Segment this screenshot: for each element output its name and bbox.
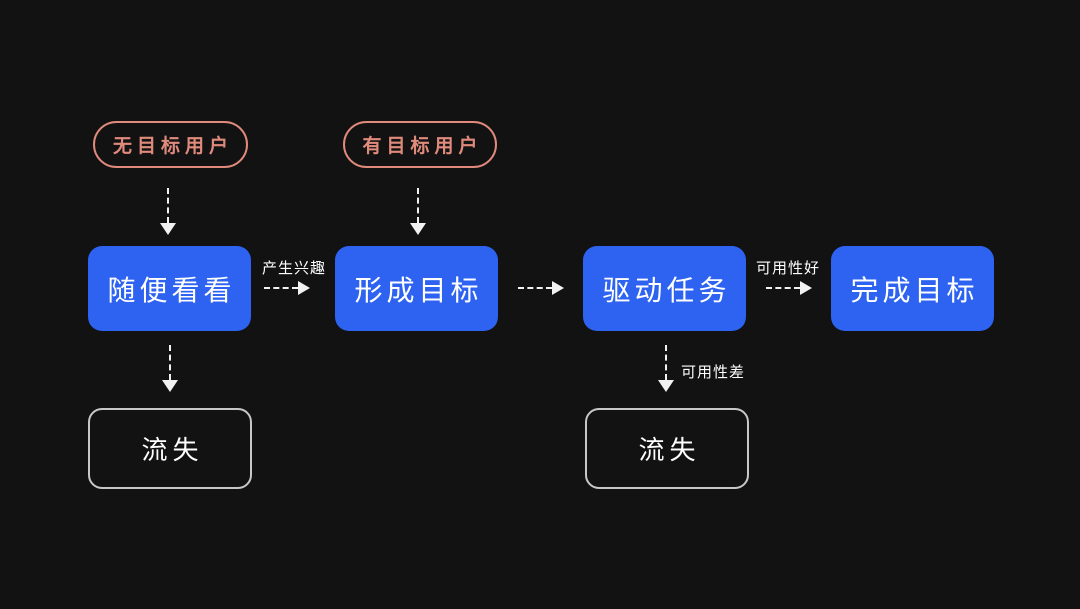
node-form-goal-label: 形成目标 bbox=[354, 274, 483, 306]
pill-has-goal-user-label: 有目标用户 bbox=[362, 136, 483, 157]
dashed-arrow-right-form-to-drive bbox=[518, 280, 564, 296]
dashed-arrow-right-drive-to-complete bbox=[766, 280, 812, 296]
dashed-arrow-down-has-goal-to-form bbox=[410, 188, 426, 235]
arrow-line bbox=[766, 287, 800, 289]
pill-has-goal-user: 有目标用户 bbox=[343, 121, 497, 168]
node-drive-task-label: 驱动任务 bbox=[602, 274, 731, 306]
arrow-down-icon bbox=[162, 380, 178, 392]
pill-no-goal-user: 无目标用户 bbox=[93, 121, 248, 168]
churn-box-left: 流失 bbox=[88, 408, 252, 489]
node-drive-task: 驱动任务 bbox=[583, 246, 746, 331]
arrow-line bbox=[417, 188, 419, 223]
churn-box-right: 流失 bbox=[585, 408, 749, 489]
arrow-line bbox=[665, 345, 667, 380]
arrow-line bbox=[518, 287, 552, 289]
edge-label-usability-good: 可用性好 bbox=[755, 260, 820, 277]
arrow-down-icon bbox=[160, 223, 176, 235]
node-form-goal: 形成目标 bbox=[335, 246, 498, 331]
churn-box-left-label: 流失 bbox=[141, 435, 204, 465]
arrow-line bbox=[169, 345, 171, 380]
arrow-line bbox=[167, 188, 169, 223]
node-browse-casually-label: 随便看看 bbox=[107, 274, 236, 306]
arrow-right-icon bbox=[552, 281, 564, 295]
arrow-right-icon bbox=[800, 281, 812, 295]
churn-box-right-label: 流失 bbox=[638, 435, 701, 465]
node-complete-goal: 完成目标 bbox=[831, 246, 994, 331]
dashed-arrow-down-browse-to-churn bbox=[162, 345, 178, 392]
arrow-line bbox=[264, 287, 298, 289]
node-browse-casually: 随便看看 bbox=[88, 246, 251, 331]
edge-label-generate-interest: 产生兴趣 bbox=[261, 260, 326, 277]
arrow-right-icon bbox=[298, 281, 310, 295]
edge-label-usability-bad: 可用性差 bbox=[681, 364, 746, 381]
dashed-arrow-down-drive-to-churn bbox=[658, 345, 674, 392]
dashed-arrow-right-browse-to-form bbox=[264, 280, 310, 296]
pill-no-goal-user-label: 无目标用户 bbox=[112, 136, 233, 157]
arrow-down-icon bbox=[410, 223, 426, 235]
dashed-arrow-down-no-goal-to-browse bbox=[160, 188, 176, 235]
arrow-down-icon bbox=[658, 380, 674, 392]
node-complete-goal-label: 完成目标 bbox=[850, 274, 979, 306]
